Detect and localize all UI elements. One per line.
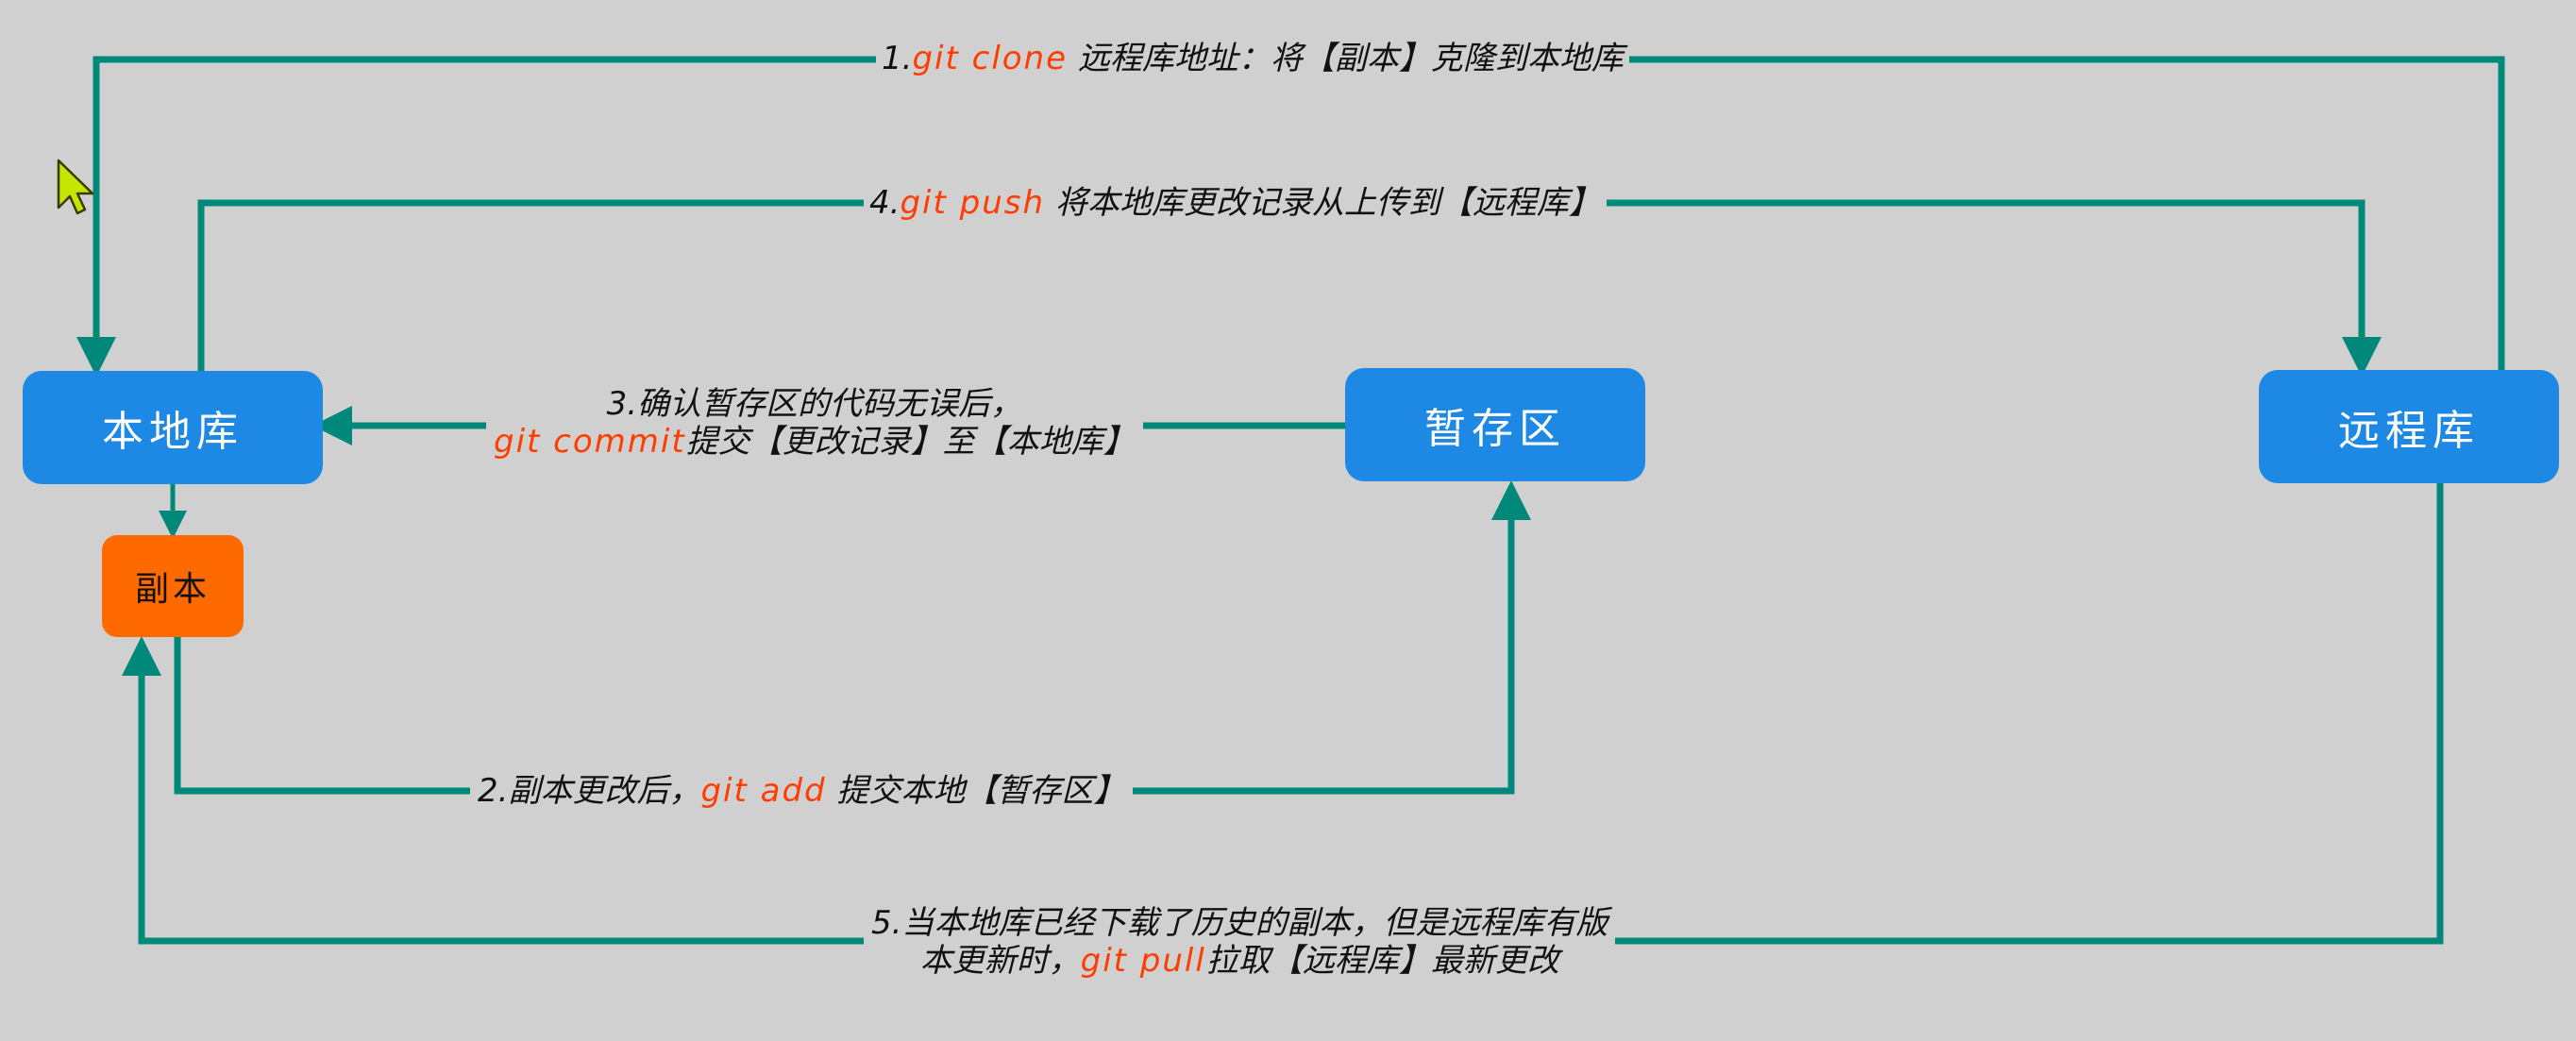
copy-label: 副本	[134, 570, 210, 609]
clone-step-label: 1.git clone 远程库地址：将【副本】克隆到本地库	[876, 40, 1629, 77]
remote-repo-node: 远程库	[2259, 370, 2559, 483]
local-repo-label: 本地库	[102, 408, 244, 456]
commit-step-text: 提交【更改记录】至【本地库】	[685, 423, 1136, 461]
clone-command: git clone	[912, 40, 1069, 77]
pull-step-line2: 本更新时，git pull拉取【远程库】最新更改	[871, 942, 1608, 980]
mouse-cursor-icon	[57, 159, 94, 215]
push-step-prefix: 4.	[869, 184, 901, 222]
remote-repo-label: 远程库	[2338, 407, 2480, 455]
add-step-text: 提交本地【暂存区】	[826, 772, 1126, 810]
commit-step-line1: 3.确认暂存区的代码无误后，	[606, 385, 1023, 423]
pull-step-text: 拉取【远程库】最新更改	[1205, 942, 1559, 980]
pull-step-line2-prefix: 本更新时，	[919, 942, 1081, 980]
add-connector	[174, 480, 1531, 795]
pull-command: git pull	[1080, 942, 1206, 980]
commit-command: git commit	[494, 423, 686, 461]
commit-step-label: 3.确认暂存区的代码无误后， git commit提交【更改记录】至【本地库】	[486, 385, 1143, 461]
add-command: git add	[700, 772, 827, 810]
pull-connector	[122, 481, 2444, 945]
push-connector	[197, 199, 2382, 377]
push-command: git push	[900, 184, 1046, 222]
clone-step-text: 远程库地址：将【副本】克隆到本地库	[1068, 40, 1624, 77]
add-step-label: 2.副本更改后，git add 提交本地【暂存区】	[470, 772, 1134, 810]
commit-step-line2: git commit提交【更改记录】至【本地库】	[494, 423, 1136, 461]
staging-node: 暂存区	[1345, 368, 1645, 481]
pull-step-line1: 5.当本地库已经下载了历史的副本，但是远程库有版	[871, 904, 1608, 942]
clone-step-prefix: 1.	[882, 40, 913, 77]
copy-node: 副本	[102, 535, 244, 637]
local-repo-node: 本地库	[23, 371, 323, 484]
add-step-prefix: 2.副本更改后，	[478, 772, 701, 810]
staging-label: 暂存区	[1424, 405, 1566, 453]
pull-step-label: 5.当本地库已经下载了历史的副本，但是远程库有版 本更新时，git pull拉取…	[864, 904, 1616, 980]
push-step-label: 4.git push 将本地库更改记录从上传到【远程库】	[864, 184, 1607, 222]
push-step-text: 将本地库更改记录从上传到【远程库】	[1045, 184, 1601, 222]
